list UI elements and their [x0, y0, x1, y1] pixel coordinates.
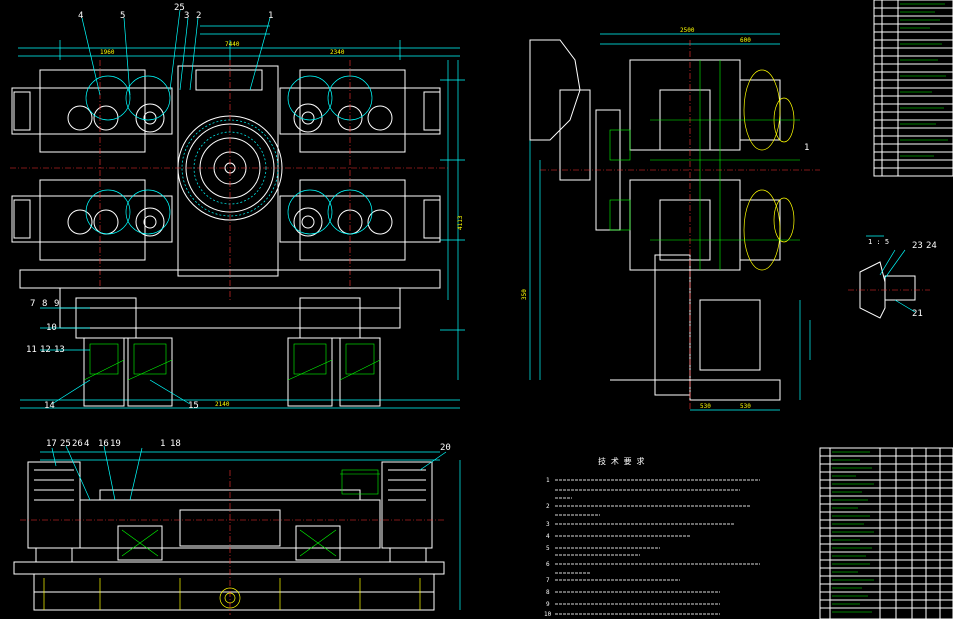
balloon-11: 11 [26, 345, 37, 355]
front-balloons: 17 25 26 4 16 19 1 18 20 [46, 439, 451, 453]
front-balloon-25: 25 [60, 439, 71, 449]
detail-balloon-21: 21 [912, 309, 923, 319]
lower-roll-assembly [11, 179, 441, 261]
dim-side-height: 350 [521, 289, 528, 300]
tech-req-num-8: 8 [546, 589, 550, 596]
tech-req-text-lines [555, 479, 760, 615]
balloon-14: 14 [44, 401, 55, 411]
front-balloon-4: 4 [84, 439, 89, 449]
spec-table [873, 0, 953, 177]
dim-left-span: 1960 [100, 49, 115, 56]
balloon-13: 13 [54, 345, 65, 355]
balloon-9: 9 [54, 299, 59, 309]
balloon-4: 4 [78, 11, 83, 21]
side-balloon-1: 1 [804, 143, 809, 153]
tech-req-num-9: 9 [546, 601, 550, 608]
balloon-12: 12 [40, 345, 51, 355]
balloon-5: 5 [120, 11, 125, 21]
balloon-15: 15 [188, 401, 199, 411]
tech-req-num-2: 2 [546, 503, 550, 510]
tech-req-title: 技 术 要 求 [598, 456, 644, 466]
parts-list-table [819, 447, 953, 619]
plan-view [10, 9, 465, 409]
tech-req-num-10: 10 [544, 611, 552, 618]
plan-dimension-values: 7440 1960 2340 2140 4113 [100, 41, 464, 408]
technical-requirements: 技 术 要 求 1 2 3 4 5 6 7 8 9 10 [544, 456, 760, 618]
balloon-8: 8 [42, 299, 47, 309]
front-foundation [43, 578, 421, 610]
plan-centerlines [10, 60, 450, 300]
tech-req-num-6: 6 [546, 561, 550, 568]
dim-base-width: 2140 [215, 401, 230, 408]
plan-leaders [40, 9, 271, 405]
detail-scale: 1 : 5 [868, 238, 889, 246]
lower-roll-circles [85, 189, 373, 235]
dim-height: 4113 [457, 215, 464, 230]
front-dimension-lines [40, 451, 461, 610]
dim-right-span: 2340 [330, 49, 345, 56]
tech-req-numbers: 1 2 3 4 5 6 7 8 9 10 [544, 477, 552, 618]
tech-req-num-3: 3 [546, 521, 550, 528]
drive-housing [529, 39, 781, 401]
side-dimension-values: 2500 600 350 530 530 [521, 27, 751, 410]
base-frame [19, 269, 441, 407]
parts-list-entries [832, 451, 874, 613]
front-centerline [20, 470, 445, 615]
front-motors [27, 461, 433, 563]
front-view [13, 445, 461, 615]
tech-req-num-7: 7 [546, 577, 550, 584]
tech-req-num-4: 4 [546, 533, 550, 540]
front-frame [13, 489, 445, 611]
side-labels: 1 23 24 21 1 : 5 [804, 143, 937, 319]
front-balloon-19: 19 [110, 439, 121, 449]
side-view [529, 33, 930, 411]
balloon-25: 25 [174, 3, 185, 13]
balloon-3: 3 [184, 11, 189, 21]
balloon-1: 1 [268, 11, 273, 21]
front-balloon-20: 20 [440, 443, 451, 453]
base-hatching [83, 343, 381, 381]
dim-side-a: 600 [740, 37, 751, 44]
plan-dimension-lines [18, 25, 465, 409]
balloon-2: 2 [196, 11, 201, 21]
balloon-7: 7 [30, 299, 35, 309]
dim-side-c: 530 [740, 403, 751, 410]
dim-side-width: 2500 [680, 27, 695, 34]
detail-balloon-23: 23 [912, 241, 923, 251]
plan-balloons: 4 5 25 3 2 1 7 8 9 10 11 12 13 14 15 [26, 3, 273, 411]
front-leaders [51, 445, 447, 501]
detail-balloon-24: 24 [926, 241, 937, 251]
front-balloon-1: 1 [160, 439, 165, 449]
tech-req-num-1: 1 [546, 477, 550, 484]
side-centerlines [540, 40, 820, 410]
tech-req-num-5: 5 [546, 545, 550, 552]
front-balloon-17: 17 [46, 439, 57, 449]
detail-view [848, 235, 930, 319]
dim-side-b: 530 [700, 403, 711, 410]
parts-list-grid [820, 448, 953, 619]
front-balloon-16: 16 [98, 439, 109, 449]
front-hatch [121, 469, 380, 557]
dim-overall-width: 7440 [225, 41, 240, 48]
balloon-10: 10 [46, 323, 57, 333]
front-balloon-26: 26 [72, 439, 83, 449]
front-balloon-18: 18 [170, 439, 181, 449]
side-hatch [609, 60, 800, 270]
upper-roll-assembly [11, 69, 441, 153]
